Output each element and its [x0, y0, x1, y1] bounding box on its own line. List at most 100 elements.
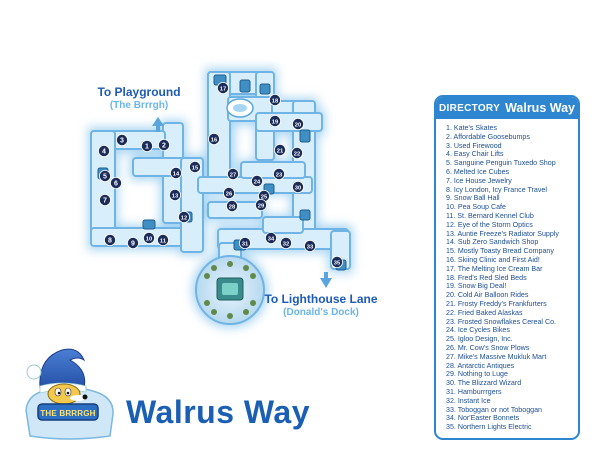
directory-item: 23. Frosted Snowflakes Cereal Co.	[446, 317, 557, 326]
shop-marker[interactable]: 10	[142, 231, 155, 244]
exit-label-playground[interactable]: To Playground (The Brrrgh)	[93, 85, 185, 111]
directory-item: 10. Pea Soup Cafe	[446, 203, 506, 212]
directory-item: 31. Hamburrrgers	[446, 387, 502, 396]
shop-marker-dot[interactable]	[222, 186, 235, 199]
shop-marker-number: 35	[334, 260, 341, 266]
playground-exit-arrow-icon[interactable]	[152, 117, 164, 132]
shop-marker-dot[interactable]	[264, 231, 277, 244]
shop-marker[interactable]: 31	[238, 236, 251, 249]
shop-marker[interactable]: 12	[177, 210, 190, 223]
shop-marker-dot[interactable]	[272, 167, 285, 180]
shop-marker[interactable]: 2	[157, 138, 170, 151]
shop-marker-dot[interactable]	[254, 198, 267, 211]
directory-item: 16. Skiing Clinic and First Aid!	[446, 255, 540, 264]
shop-marker[interactable]: 18	[268, 94, 281, 107]
lighthouse-exit-arrow-icon[interactable]	[320, 272, 332, 288]
shop-marker[interactable]: 33	[303, 239, 316, 252]
shop-marker[interactable]: 7	[99, 193, 112, 206]
shop-marker-dot[interactable]	[273, 143, 286, 156]
page-title: Walrus Way	[126, 394, 310, 430]
exit-playground-name[interactable]: To Playground	[97, 85, 181, 99]
shop-marker-dot[interactable]	[330, 255, 343, 268]
shop-marker[interactable]: 3	[116, 133, 129, 146]
shop-marker[interactable]: 27	[226, 167, 239, 180]
shop-marker[interactable]: 22	[290, 146, 303, 159]
directory-item: 22. Fried Baked Alaskas	[446, 308, 523, 317]
shop-marker-dot[interactable]	[127, 236, 140, 249]
shop-marker[interactable]: 24	[250, 174, 263, 187]
shop-marker[interactable]: 6	[110, 176, 123, 189]
shop-marker-dot[interactable]	[268, 115, 281, 128]
shop-marker[interactable]: 1	[140, 139, 153, 152]
shop-marker[interactable]: 16	[207, 132, 220, 145]
shop-marker-dot[interactable]	[169, 166, 182, 179]
directory-item: 17. The Melting Ice Cream Bar	[446, 264, 543, 273]
shop-marker-dot[interactable]	[98, 144, 111, 157]
directory-item: 11. St. Bernard Kennel Club	[446, 211, 534, 220]
shop-marker[interactable]: 32	[279, 236, 292, 249]
shop-marker-number: 7	[103, 197, 107, 204]
shop-marker[interactable]: 17	[216, 82, 229, 95]
shop-marker-dot[interactable]	[226, 167, 239, 180]
shop-marker-dot[interactable]	[142, 231, 155, 244]
shop-marker-dot[interactable]	[250, 174, 263, 187]
shop-marker[interactable]: 26	[222, 186, 235, 199]
shop-marker[interactable]: 11	[156, 233, 169, 246]
directory-item: 20. Cold Air Balloon Rides	[446, 291, 529, 300]
shop-marker[interactable]: 34	[264, 231, 277, 244]
shop-marker-dot[interactable]	[110, 176, 123, 189]
directory-item: 26. Mr. Cow's Snow Plows	[446, 343, 530, 352]
shop-marker[interactable]: 8	[104, 233, 117, 246]
shop-marker-dot[interactable]	[157, 138, 170, 151]
shop-marker-number: 27	[230, 172, 236, 178]
shop-marker-number: 1	[145, 143, 149, 150]
shop-marker-dot[interactable]	[279, 236, 292, 249]
shop-marker-number: 22	[294, 151, 300, 157]
shop-marker[interactable]: 23	[272, 167, 285, 180]
shop-marker[interactable]: 30	[291, 180, 304, 193]
shop-marker-dot[interactable]	[207, 132, 220, 145]
shop-marker[interactable]: 4	[98, 144, 111, 157]
shop-marker-dot[interactable]	[238, 236, 251, 249]
shop-marker-dot[interactable]	[188, 160, 201, 173]
shop-marker-dot[interactable]	[216, 82, 229, 95]
shop-marker-number: 32	[283, 241, 289, 247]
shop-marker-dot[interactable]	[177, 210, 190, 223]
shop-marker-number: 23	[276, 172, 283, 178]
directory-item: 25. Igloo Design, Inc.	[446, 335, 513, 344]
shop-marker[interactable]: 29	[254, 198, 267, 211]
exit-label-lighthouse[interactable]: To Lighthouse Lane (Donald's Dock)	[262, 292, 380, 318]
exit-lighthouse-name[interactable]: To Lighthouse Lane	[264, 292, 378, 306]
shop-marker-dot[interactable]	[104, 233, 117, 246]
shop-marker[interactable]: 13	[168, 188, 181, 201]
shop-marker[interactable]: 19	[268, 115, 281, 128]
shop-marker-dot[interactable]	[99, 193, 112, 206]
shop-marker-dot[interactable]	[225, 199, 238, 212]
shop-marker[interactable]: 9	[127, 236, 140, 249]
shop-marker-dot[interactable]	[140, 139, 153, 152]
shop-marker[interactable]: 15	[188, 160, 201, 173]
shop-marker[interactable]: 14	[169, 166, 182, 179]
shop-marker-dot[interactable]	[116, 133, 129, 146]
exit-playground-sub: (The Brrrgh)	[109, 99, 169, 111]
shop-marker-dot[interactable]	[168, 188, 181, 201]
shop-marker[interactable]: 5	[99, 169, 112, 182]
shop-marker[interactable]: 28	[225, 199, 238, 212]
shop-marker-number: 26	[226, 191, 233, 197]
shop-marker-dot[interactable]	[290, 146, 303, 159]
directory-item: 19. Snow Big Deal!	[446, 282, 507, 291]
shop-marker[interactable]: 20	[291, 118, 304, 131]
directory-item: 12. Eye of the Storm Optics	[446, 220, 533, 229]
shop-marker-dot[interactable]	[303, 239, 316, 252]
shop-marker-dot[interactable]	[291, 180, 304, 193]
shop-marker[interactable]: 35	[330, 255, 343, 268]
shop-marker[interactable]: 21	[273, 143, 286, 156]
shop-marker-dot[interactable]	[291, 118, 304, 131]
shop-marker-dot[interactable]	[99, 169, 112, 182]
shop-marker-dot[interactable]	[156, 233, 169, 246]
shop-marker-number: 20	[295, 122, 301, 128]
shop-marker-dot[interactable]	[268, 94, 281, 107]
shop-marker-number: 12	[181, 215, 187, 221]
